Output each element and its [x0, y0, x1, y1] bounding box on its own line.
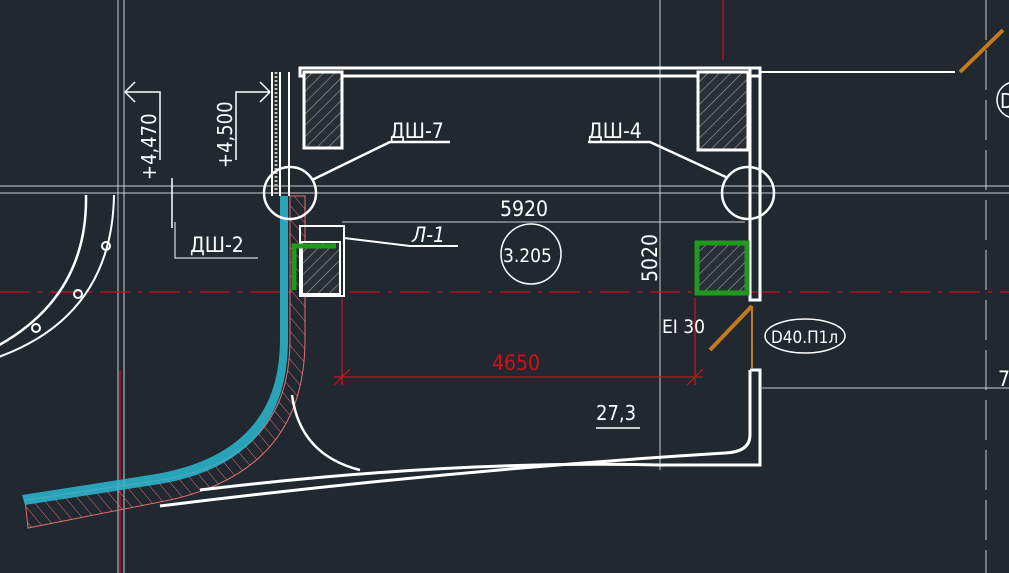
door-symbol [708, 28, 1005, 368]
edge-label-7: 7 [998, 367, 1009, 391]
exterior-curved-wall [22, 72, 306, 529]
room-walls [159, 66, 1009, 508]
dimension-4650: 4650 [492, 351, 540, 375]
edge-tag-d: D [1000, 89, 1009, 113]
elevation-label-4470: +4,470 [137, 113, 161, 180]
left-curved-structure [0, 194, 115, 358]
callouts [124, 81, 1009, 429]
label-l1: Л-1 [411, 223, 445, 247]
column-top-right [696, 70, 750, 152]
door-tag: D40.П1л [771, 328, 838, 348]
column-bottom-left [301, 241, 341, 295]
label-dsh4: ДШ-4 [588, 119, 642, 143]
columns [291, 70, 750, 296]
dimension-5020: 5020 [638, 234, 662, 282]
fire-rating-label: EI 30 [662, 316, 705, 338]
label-dsh2: ДШ-2 [190, 233, 244, 257]
red-dimension [333, 298, 704, 386]
room-area: 27,3 [596, 401, 636, 425]
column-bottom-right [694, 240, 750, 296]
elevation-label-4500: +4,500 [213, 101, 237, 168]
column-top-left [302, 70, 344, 150]
label-dsh7: ДШ-7 [390, 119, 444, 143]
room-number: 3.205 [503, 245, 552, 267]
dimension-5920: 5920 [500, 197, 548, 221]
